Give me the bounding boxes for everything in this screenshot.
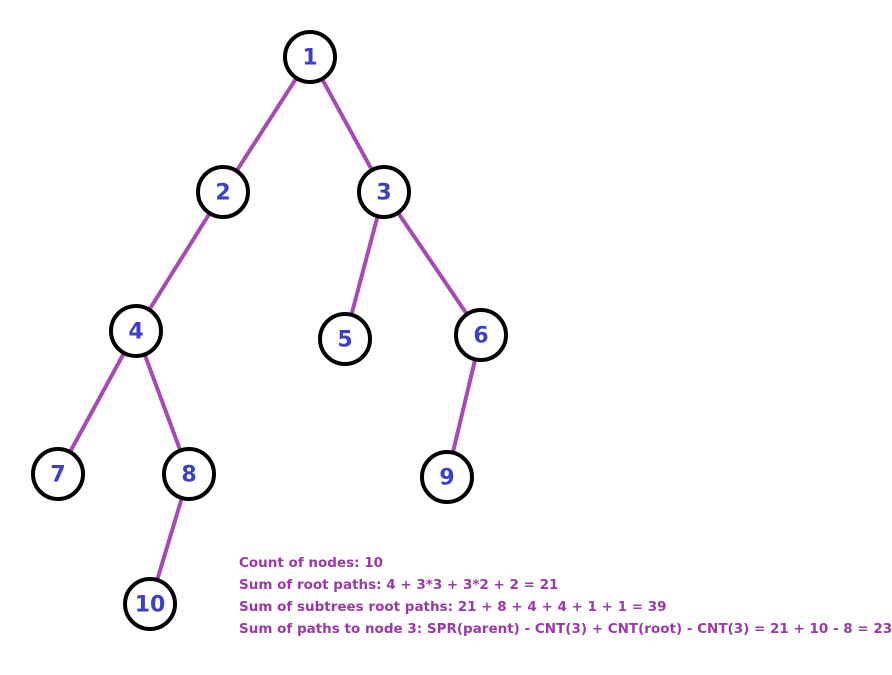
node-3: 3	[357, 165, 411, 219]
tree-diagram: 1 2 3 4 5 6 7 8 9 10	[31, 30, 508, 631]
node-1: 1	[283, 30, 337, 84]
node-label-3: 3	[376, 181, 391, 206]
note-node3-paths: Sum of paths to node 3: SPR(parent) - CN…	[239, 621, 892, 637]
node-label-5: 5	[337, 328, 352, 353]
node-label-8: 8	[181, 463, 196, 488]
notes-block: Count of nodes: 10 Sum of root paths: 4 …	[239, 552, 892, 640]
node-2: 2	[196, 165, 250, 219]
note-count: Count of nodes: 10	[239, 555, 384, 571]
node-label-1: 1	[302, 46, 317, 71]
edge-4-7	[56, 329, 138, 476]
nodes-layer: 1 2 3 4 5 6 7 8 9 10	[31, 30, 508, 631]
node-label-2: 2	[215, 181, 230, 206]
note-subtree-paths: Sum of subtrees root paths: 21 + 8 + 4 +…	[239, 599, 667, 615]
node-label-10: 10	[135, 593, 166, 618]
node-10: 10	[123, 577, 177, 631]
node-circle-10	[123, 577, 177, 631]
node-circle-6	[454, 308, 508, 362]
node-8: 8	[162, 447, 216, 501]
edge-3-6	[382, 190, 483, 337]
node-circle-5	[318, 312, 372, 366]
diagram-canvas: 1 2 3 4 5 6 7 8 9 10 Count of nodes: 10 Sum of ro…	[31, 30, 892, 637]
note-root-paths: Sum of root paths: 4 + 3*3 + 3*2 + 2 = 2…	[239, 577, 559, 593]
node-circle-1	[283, 30, 337, 84]
node-circle-9	[420, 450, 474, 504]
node-5: 5	[318, 312, 372, 366]
node-9: 9	[420, 450, 474, 504]
edge-2-4	[134, 190, 225, 333]
node-7: 7	[31, 447, 85, 501]
node-circle-2	[196, 165, 250, 219]
node-label-7: 7	[50, 463, 65, 488]
node-label-6: 6	[473, 324, 488, 349]
node-circle-7	[31, 447, 85, 501]
node-circle-4	[109, 304, 163, 358]
node-label-4: 4	[128, 320, 143, 345]
node-4: 4	[109, 304, 163, 358]
node-6: 6	[454, 308, 508, 362]
node-circle-3	[357, 165, 411, 219]
node-label-9: 9	[439, 466, 454, 491]
node-circle-8	[162, 447, 216, 501]
